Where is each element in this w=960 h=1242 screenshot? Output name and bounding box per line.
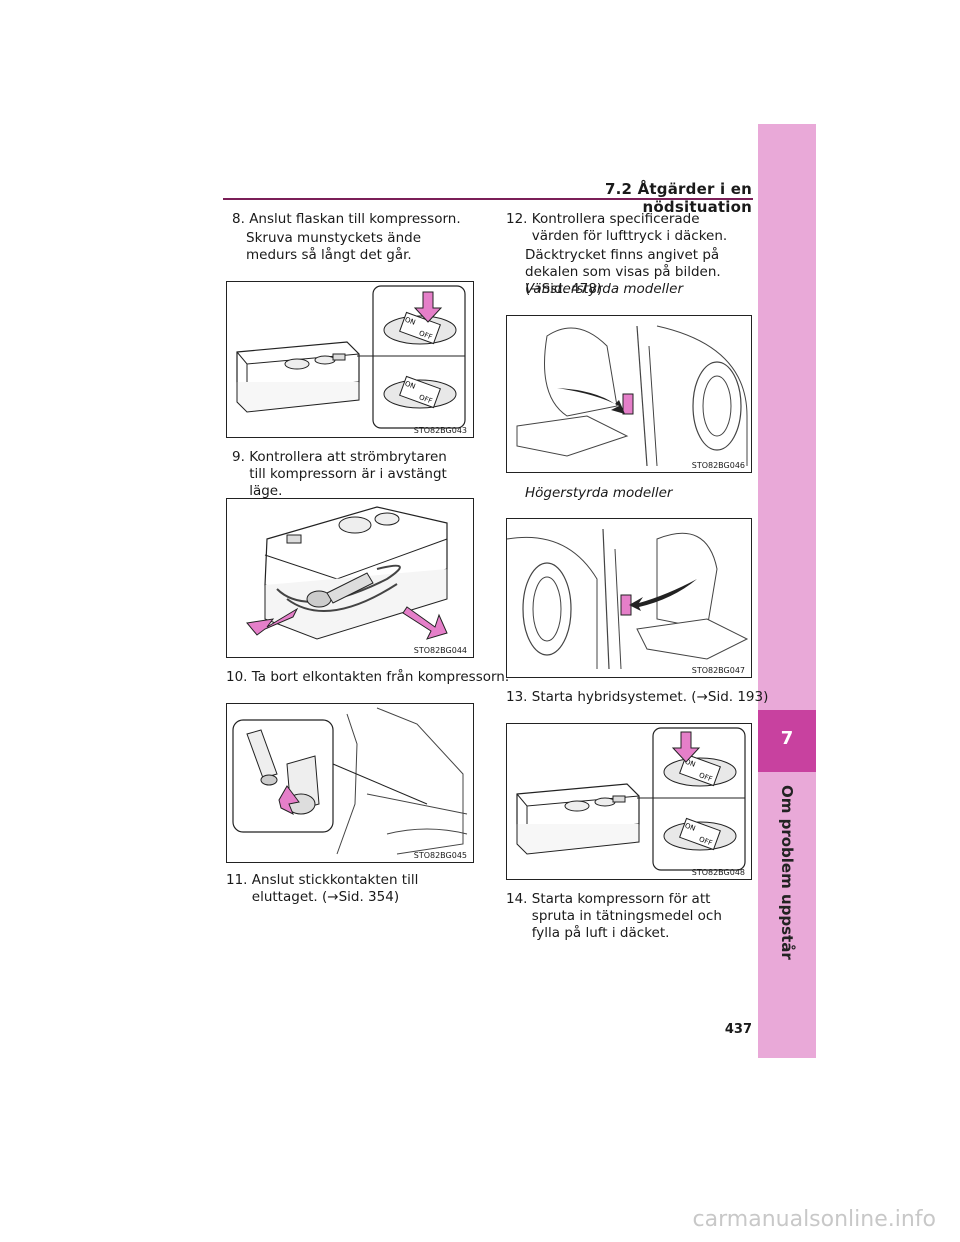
step-11: 11. Anslut stickkontakten till eluttaget… xyxy=(226,872,460,906)
step-8: 8. Anslut flaskan till kompressorn. xyxy=(232,211,461,228)
step-number: 13. xyxy=(506,689,528,705)
switch-on-text: ON xyxy=(684,758,697,769)
subheading-left-hand-drive: Vänsterstyrda modeller xyxy=(525,281,684,297)
section-header: 7.2 Åtgärder i en nödsituation xyxy=(605,180,752,216)
figure-code: STO82BG044 xyxy=(413,646,467,655)
step-text: Anslut stickkontakten till eluttaget. (→… xyxy=(251,872,419,905)
switch-on-text: ON xyxy=(404,316,417,327)
step-text: Kontrollera att strömbrytaren till kompr… xyxy=(249,449,447,499)
figure-compressor-switch-off: ON OFF ON OFF STO82BG043 xyxy=(226,281,474,438)
step-text: Ta bort elkontakten från kompressorn. xyxy=(251,669,510,685)
figure-compressor-cable: STO82BG044 xyxy=(226,498,474,658)
figure-code: STO82BG048 xyxy=(691,868,745,877)
figure-code: STO82BG043 xyxy=(413,426,467,435)
chapter-number-block xyxy=(758,710,816,772)
figure-code: STO82BG047 xyxy=(691,666,745,675)
figure-compressor-switch-on: ON OFF ON OFF STO82BG048 xyxy=(506,723,752,880)
switch-on-text-2: ON xyxy=(404,380,417,391)
step-number: 10. xyxy=(226,669,248,685)
switch-on-text-2: ON xyxy=(684,822,697,833)
figure-door-sticker-lhd: STO82BG046 xyxy=(506,315,752,473)
step-number: 8. xyxy=(232,211,245,227)
page-number: 437 xyxy=(724,1022,752,1037)
figure-power-outlet: STO82BG045 xyxy=(226,703,474,863)
step-text: Kontrollera specificerade värden för luf… xyxy=(531,211,728,244)
subheading-right-hand-drive: Högerstyrda modeller xyxy=(525,485,673,501)
step-14: 14. Starta kompressorn för att spruta in… xyxy=(506,891,740,942)
figure-door-sticker-rhd: STO82BG047 xyxy=(506,518,752,678)
chapter-title: Om problem uppstår xyxy=(778,785,796,960)
step-9: 9. Kontrollera att strömbrytaren till ko… xyxy=(232,449,467,500)
step-number: 9. xyxy=(232,449,245,465)
chapter-number: 7 xyxy=(780,728,794,749)
step-number: 12. xyxy=(506,211,528,227)
figure-code: STO82BG046 xyxy=(691,461,745,470)
step-text: Starta hybridsystemet. (→Sid. 193) xyxy=(531,689,769,705)
header-rule xyxy=(223,198,753,200)
step-13: 13. Starta hybridsystemet. (→Sid. 193) xyxy=(506,689,768,706)
step-10: 10. Ta bort elkontakten från kompressorn… xyxy=(226,669,509,686)
watermark-footer: carmanualsonline.info xyxy=(692,1207,936,1232)
step-number: 14. xyxy=(506,891,528,907)
step-text: Anslut flaskan till kompressorn. xyxy=(249,211,461,227)
step-12-description: Däcktrycket finns angivet på dekalen som… xyxy=(525,247,721,297)
figure-code: STO82BG045 xyxy=(413,851,467,860)
chapter-side-tab xyxy=(758,124,816,1058)
step-number: 11. xyxy=(226,872,248,888)
step-text: Starta kompressorn för att spruta in tät… xyxy=(531,891,722,941)
step-8-description: Skruva munstyckets ände medurs så långt … xyxy=(246,230,422,263)
step-12: 12. Kontrollera specificerade värden för… xyxy=(506,211,742,245)
